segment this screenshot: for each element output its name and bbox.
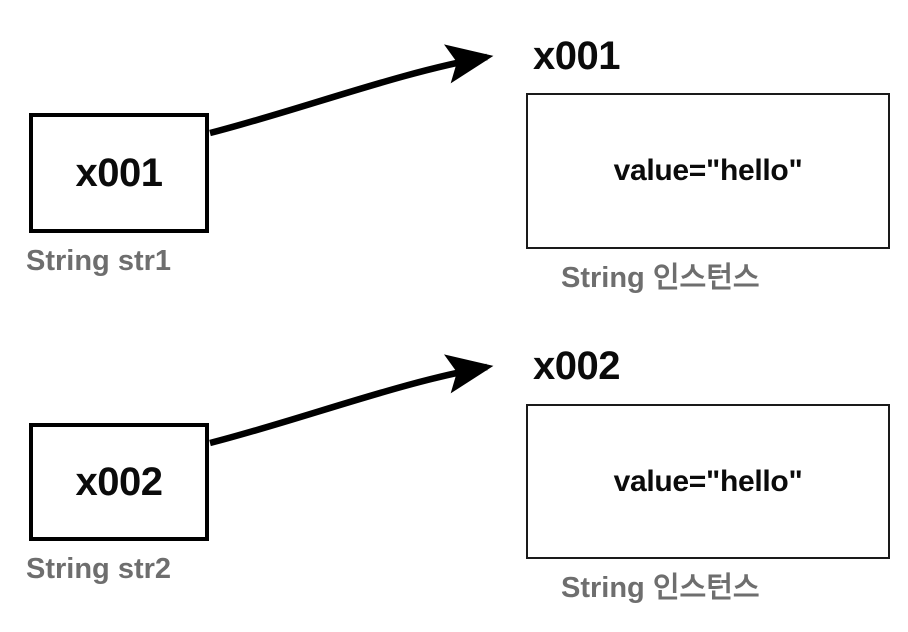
reference-arrow-2	[209, 354, 494, 447]
instance-box-2: value="hello"	[526, 404, 890, 559]
variable-box-str1: x001	[29, 113, 209, 233]
instance-address-label-1: x001	[533, 34, 620, 78]
instance-box-1-field: value="hello"	[613, 154, 803, 187]
instance-box-1: value="hello"	[526, 93, 890, 249]
variable-box-str1-value: x001	[75, 151, 163, 195]
instance-caption-2: String 인스턴스	[561, 572, 760, 604]
variable-caption-str2: String str2	[26, 553, 172, 585]
variable-caption-str1: String str1	[26, 245, 172, 277]
instance-address-label-2: x002	[533, 344, 620, 388]
instance-box-2-field: value="hello"	[613, 464, 803, 498]
instance-caption-1: String 인스턴스	[561, 262, 760, 294]
reference-arrow-1	[209, 44, 494, 137]
variable-box-str2: x002	[29, 423, 209, 541]
variable-box-str2-value: x002	[75, 460, 163, 504]
